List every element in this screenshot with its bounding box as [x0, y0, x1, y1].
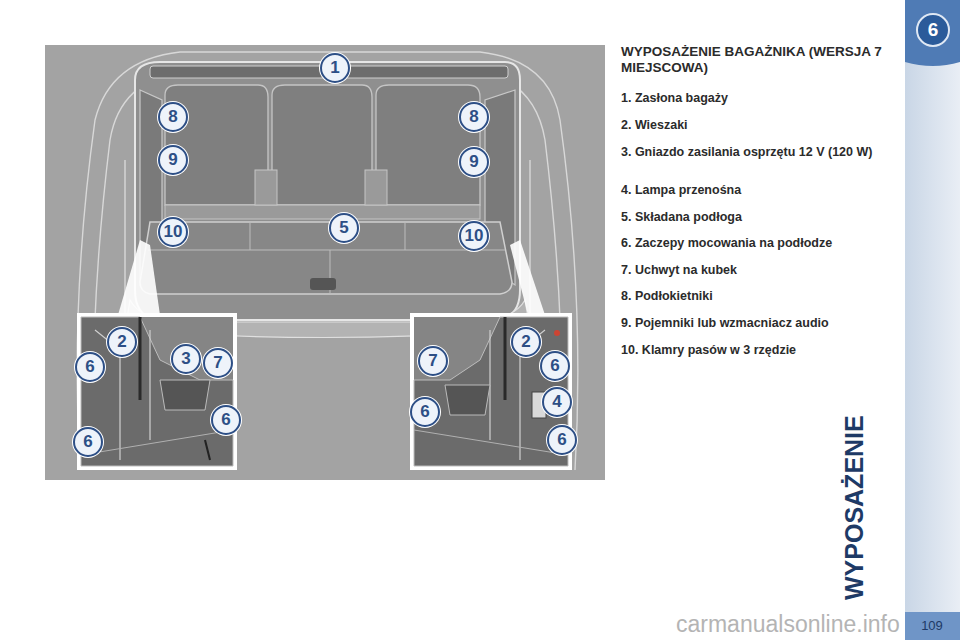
callout-number: 6: [547, 425, 577, 455]
watermark: carmanualsonline.info: [676, 611, 900, 638]
chapter-number: 6: [916, 13, 950, 47]
callout-number: 7: [418, 346, 448, 376]
page-number: 109: [921, 618, 943, 633]
callout-number: 8: [158, 102, 188, 132]
legend-item: 8. Podłokietniki: [621, 288, 893, 304]
legend-item: 5. Składana podłoga: [621, 209, 893, 225]
legend-item: 1. Zasłona bagaży: [621, 90, 893, 106]
chapter-tab: [905, 0, 960, 66]
inset-pointer: [118, 240, 160, 315]
callout-number: 2: [107, 327, 137, 357]
inset-pointer: [510, 240, 545, 315]
seat-bases: [165, 170, 480, 219]
legend-item: 2. Wieszaki: [621, 117, 893, 133]
boot-latch: [310, 278, 336, 290]
callout-number: 4: [542, 387, 572, 417]
callout-number: 10: [459, 221, 489, 251]
callout-number: 9: [158, 145, 188, 175]
page-number-box: [905, 612, 960, 640]
folding-floor: [140, 222, 512, 294]
callout-number: 10: [158, 217, 188, 247]
callout-number: 6: [540, 351, 570, 381]
callout-number: 6: [75, 352, 105, 382]
chapter-strip: [905, 0, 960, 640]
legend-item: 4. Lampa przenośna: [621, 182, 893, 198]
legend-item: 6. Zaczepy mocowania na podłodze: [621, 235, 893, 251]
legend-item: 10. Klamry pasów w 3 rzędzie: [621, 342, 893, 358]
callout-number: 3: [171, 344, 201, 374]
legend-item: 9. Pojemniki lub wzmacniacz audio: [621, 315, 893, 331]
callout-number: 6: [410, 397, 440, 427]
legend-item: 7. Uchwyt na kubek: [621, 262, 893, 278]
car-body: [77, 52, 578, 470]
legend-item: 3. Gniazdo zasilania osprzętu 12 V (120 …: [621, 144, 893, 160]
callout-number: 7: [203, 348, 233, 378]
floor-seams: [148, 222, 505, 294]
boot-opening: [135, 62, 520, 320]
callout-number: 5: [329, 213, 359, 243]
callout-number: 6: [73, 427, 103, 457]
callout-number: 9: [459, 147, 489, 177]
callout-number: 1: [320, 53, 350, 83]
seat-backs: [165, 85, 480, 205]
page-title: WYPOSAŻENIE BAGAŻNIKA (WERSJA 7 MIEJSCOW…: [621, 44, 891, 76]
picture-ground: [45, 45, 605, 480]
callout-number: 2: [511, 327, 541, 357]
chapter-name: WYPOSAŻENIE: [840, 415, 869, 600]
callout-number: 8: [459, 102, 489, 132]
callout-number: 6: [211, 405, 241, 435]
